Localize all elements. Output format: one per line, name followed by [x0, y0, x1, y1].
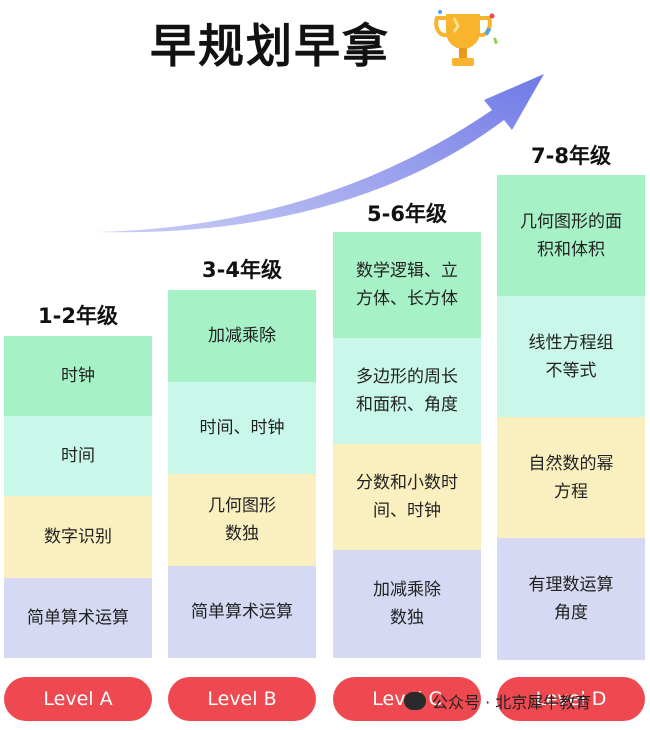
- topic-cell: 加减乘除: [168, 290, 316, 382]
- level-d-column: 几何图形的面 积和体积 线性方程组 不等式 自然数的幂 方程 有理数运算 角度: [497, 175, 645, 660]
- topic-cell: 数学逻辑、立 方体、长方体: [333, 232, 481, 338]
- watermark-text: 公众号 · 北京犀牛教育: [432, 693, 592, 712]
- level-a-button[interactable]: Level A: [4, 677, 152, 721]
- topic-cell: 几何图形的面 积和体积: [497, 175, 645, 296]
- topic-cell: 时钟: [4, 336, 152, 416]
- topic-cell: 时间: [4, 416, 152, 496]
- level-a-column: 时钟 时间 数字识别 简单算术运算: [4, 336, 152, 658]
- grade-label-3-4: 3-4年级: [202, 258, 282, 282]
- topic-cell: 有理数运算 角度: [497, 538, 645, 660]
- grade-label-7-8: 7-8年级: [531, 144, 611, 168]
- watermark: 公众号 · 北京犀牛教育: [404, 688, 591, 714]
- topic-cell: 数字识别: [4, 496, 152, 578]
- trophy-icon: [434, 10, 498, 66]
- level-d-button[interactable]: Level D: [497, 677, 645, 721]
- page-title: 早规划早拿: [150, 19, 390, 73]
- topic-cell: 自然数的幂 方程: [497, 417, 645, 538]
- topic-cell: 几何图形 数独: [168, 474, 316, 566]
- grade-label-1-2: 1-2年级: [38, 304, 118, 328]
- wechat-icon: [404, 692, 426, 710]
- level-b-column: 加减乘除 时间、时钟 几何图形 数独 简单算术运算: [168, 290, 316, 658]
- topic-cell: 加减乘除 数独: [333, 550, 481, 658]
- level-c-column: 数学逻辑、立 方体、长方体 多边形的周长 和面积、角度 分数和小数时 间、时钟 …: [333, 232, 481, 658]
- growth-arrow-icon: [98, 74, 544, 233]
- topic-cell: 多边形的周长 和面积、角度: [333, 338, 481, 444]
- topic-cell: 简单算术运算: [4, 578, 152, 658]
- topic-cell: 分数和小数时 间、时钟: [333, 444, 481, 550]
- level-b-button[interactable]: Level B: [168, 677, 316, 721]
- topic-cell: 时间、时钟: [168, 382, 316, 474]
- topic-cell: 简单算术运算: [168, 566, 316, 658]
- topic-cell: 线性方程组 不等式: [497, 296, 645, 417]
- grade-label-5-6: 5-6年级: [367, 202, 447, 226]
